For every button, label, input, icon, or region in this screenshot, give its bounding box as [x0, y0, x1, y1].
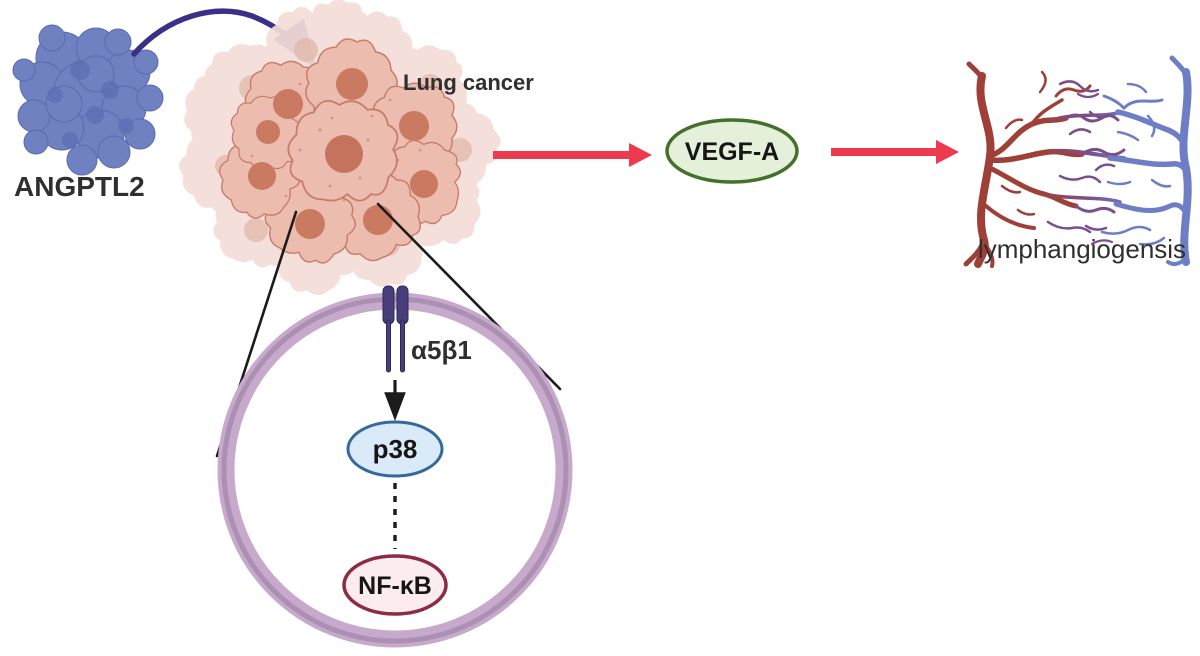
angptl2-label: ANGPTL2: [14, 171, 145, 202]
nfkb-label: NF-κB: [358, 572, 432, 600]
p38-node: p38: [346, 420, 444, 478]
lymphangiogenesis-label: lymphangiogensis: [978, 234, 1186, 264]
lymphatic-vessels-icon: [963, 55, 1192, 268]
vegfa-node: VEGF-A: [665, 118, 799, 184]
arrow-vegfa-to-lymph: [831, 140, 959, 164]
integrin-label: α5β1: [411, 335, 472, 365]
lung-cancer-cluster: [162, 0, 516, 304]
vegfa-label: VEGF-A: [685, 138, 779, 166]
integrin-receptor-icon: [382, 285, 409, 373]
arrow-tumor-to-vegfa: [493, 143, 652, 167]
cell-membrane-circle: [217, 292, 573, 648]
nfkb-node: NF-κB: [342, 554, 448, 616]
p38-label: p38: [373, 434, 418, 464]
lung-cancer-label: Lung cancer: [403, 70, 534, 95]
angptl2-protein-icon: [12, 24, 164, 176]
